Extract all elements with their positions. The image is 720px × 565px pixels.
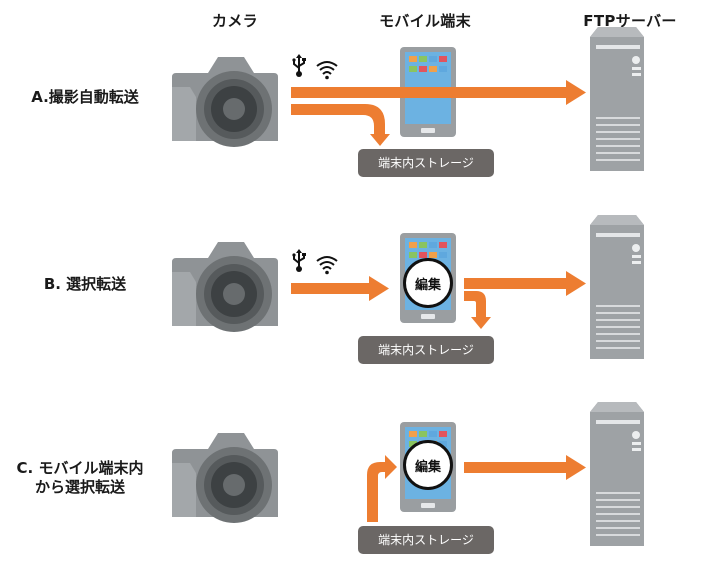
arrow-mobile-to-server — [464, 271, 586, 296]
storage-box: 端末内ストレージ — [358, 336, 494, 364]
column-header-mobile: モバイル端末 — [379, 12, 471, 30]
row-c-label: C. モバイル端末内 から選択転送 — [5, 459, 155, 497]
arrow-mobile-to-storage — [464, 291, 491, 329]
row-c-label-line-2: から選択転送 — [34, 478, 125, 496]
edit-label: 編集 — [414, 459, 441, 475]
arrow-storage-to-mobile — [367, 455, 397, 522]
storage-box: 端末内ストレージ — [358, 526, 494, 554]
edit-label: 編集 — [414, 277, 441, 293]
row-b-label: B. 選択転送 — [43, 275, 127, 293]
column-header-camera: カメラ — [212, 12, 258, 30]
column-header-server: FTPサーバー — [583, 12, 677, 30]
storage-box: 端末内ストレージ — [358, 149, 494, 177]
arrow-camera-to-mobile — [291, 276, 389, 301]
arrow-camera-to-storage — [291, 104, 390, 146]
ftp-server-icon — [590, 402, 644, 546]
arrow-mobile-to-server — [464, 455, 586, 480]
edit-badge: 編集 — [403, 258, 453, 308]
edit-badge: 編集 — [403, 440, 453, 490]
arrow-camera-to-server — [291, 80, 586, 105]
row-a-label: A.撮影自動転送 — [31, 88, 139, 106]
row-c-label-line-1: C. モバイル端末内 — [16, 459, 144, 477]
